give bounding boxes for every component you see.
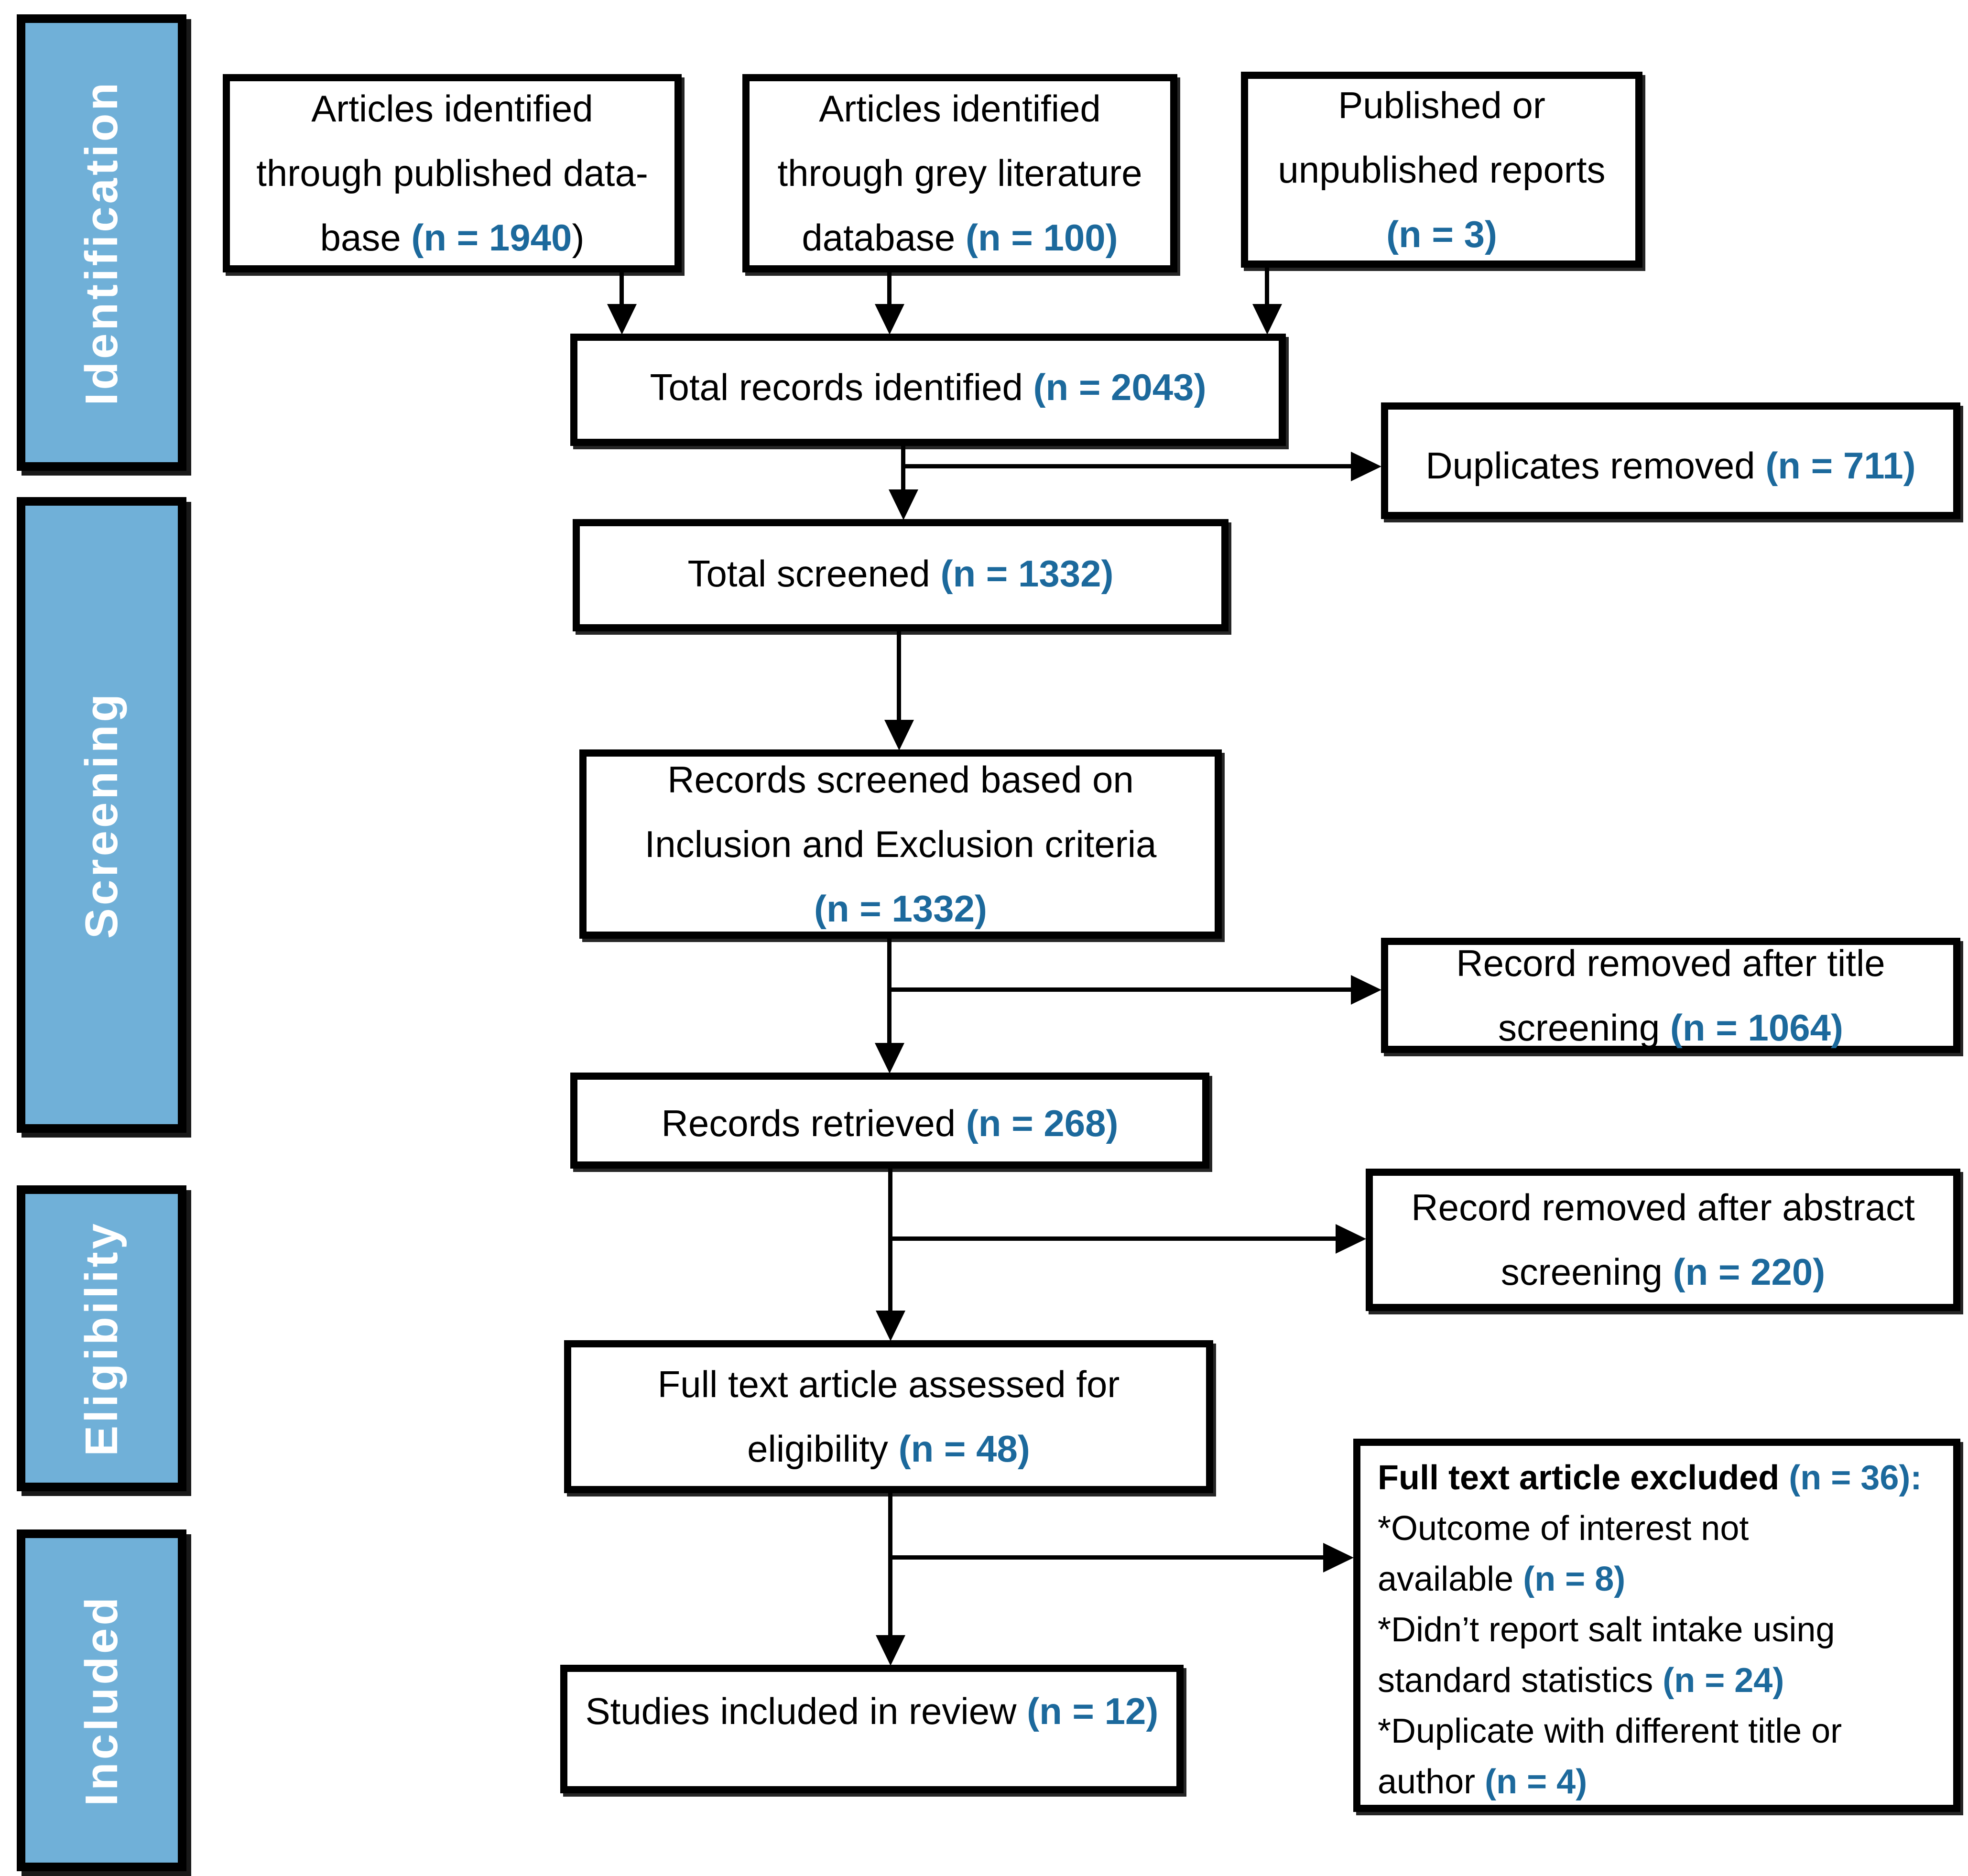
branch-duplicates-head xyxy=(1351,452,1381,481)
arrow-reports-to-total-line xyxy=(1265,268,1269,307)
flow-box-total-screened-text: Total screened (n = 1332) xyxy=(687,553,1114,595)
stage-identification-label: Identification xyxy=(76,79,127,406)
arrow-retrieved-to-fulltext-line xyxy=(888,1169,892,1313)
arrow-grey-to-total-line xyxy=(887,272,892,307)
arrow-total-to-screened-line xyxy=(901,446,905,491)
arrow-total-to-screened-head xyxy=(889,489,918,520)
flow-box-records-retrieved: Records retrieved (n = 268) xyxy=(570,1073,1209,1169)
branch-title-removed-head xyxy=(1351,975,1381,1005)
arrow-grey-to-total-head xyxy=(875,304,904,335)
branch-abstract-removed-head xyxy=(1336,1224,1366,1254)
branch-excluded-head xyxy=(1323,1543,1354,1572)
flow-box-records-retrieved-text: Records retrieved (n = 268) xyxy=(661,1102,1119,1144)
flow-box-duplicates-removed: Duplicates removed (n = 711) xyxy=(1381,402,1960,519)
stage-included-label: Included xyxy=(76,1594,127,1806)
flow-box-duplicates-removed-text: Duplicates removed (n = 711) xyxy=(1425,445,1916,487)
flow-box-studies-included: Studies included in review (n = 12) xyxy=(560,1665,1184,1793)
stage-eligibility: Eligibility xyxy=(17,1185,186,1491)
stage-included: Included xyxy=(17,1529,186,1871)
arrow-screened-to-criteria-head xyxy=(884,720,914,750)
arrow-published-to-total-line xyxy=(620,272,624,307)
flow-box-total-records-identified-text: Total records identified (n = 2043) xyxy=(650,366,1207,408)
flow-box-fulltext-excluded-text: Full text article excluded (n = 36):*Out… xyxy=(1378,1458,1922,1801)
flow-box-total-screened: Total screened (n = 1332) xyxy=(573,519,1229,631)
flow-box-total-records-identified: Total records identified (n = 2043) xyxy=(570,334,1286,446)
flow-box-studies-included-text: Studies included in review (n = 12) xyxy=(585,1690,1159,1732)
arrow-screened-to-criteria-line xyxy=(897,631,901,722)
arrow-criteria-to-retrieved-line xyxy=(887,939,892,1045)
branch-abstract-removed-line xyxy=(888,1236,1336,1241)
flow-box-fulltext-excluded: Full text article excluded (n = 36):*Out… xyxy=(1353,1439,1960,1812)
arrow-criteria-to-retrieved-head xyxy=(875,1043,904,1074)
stage-eligibility-label: Eligibility xyxy=(76,1220,127,1456)
arrow-published-to-total-head xyxy=(607,304,637,335)
branch-title-removed-line xyxy=(887,987,1351,992)
stage-identification: Identification xyxy=(17,14,186,471)
branch-duplicates-line xyxy=(901,464,1352,468)
arrow-fulltext-to-included-head xyxy=(876,1635,905,1666)
arrow-fulltext-to-included-line xyxy=(888,1493,892,1638)
arrow-retrieved-to-fulltext-head xyxy=(876,1311,905,1341)
arrow-reports-to-total-head xyxy=(1252,304,1282,335)
stage-screening: Screening xyxy=(17,497,186,1133)
branch-excluded-line xyxy=(888,1555,1324,1560)
stage-screening-label: Screening xyxy=(76,691,127,939)
